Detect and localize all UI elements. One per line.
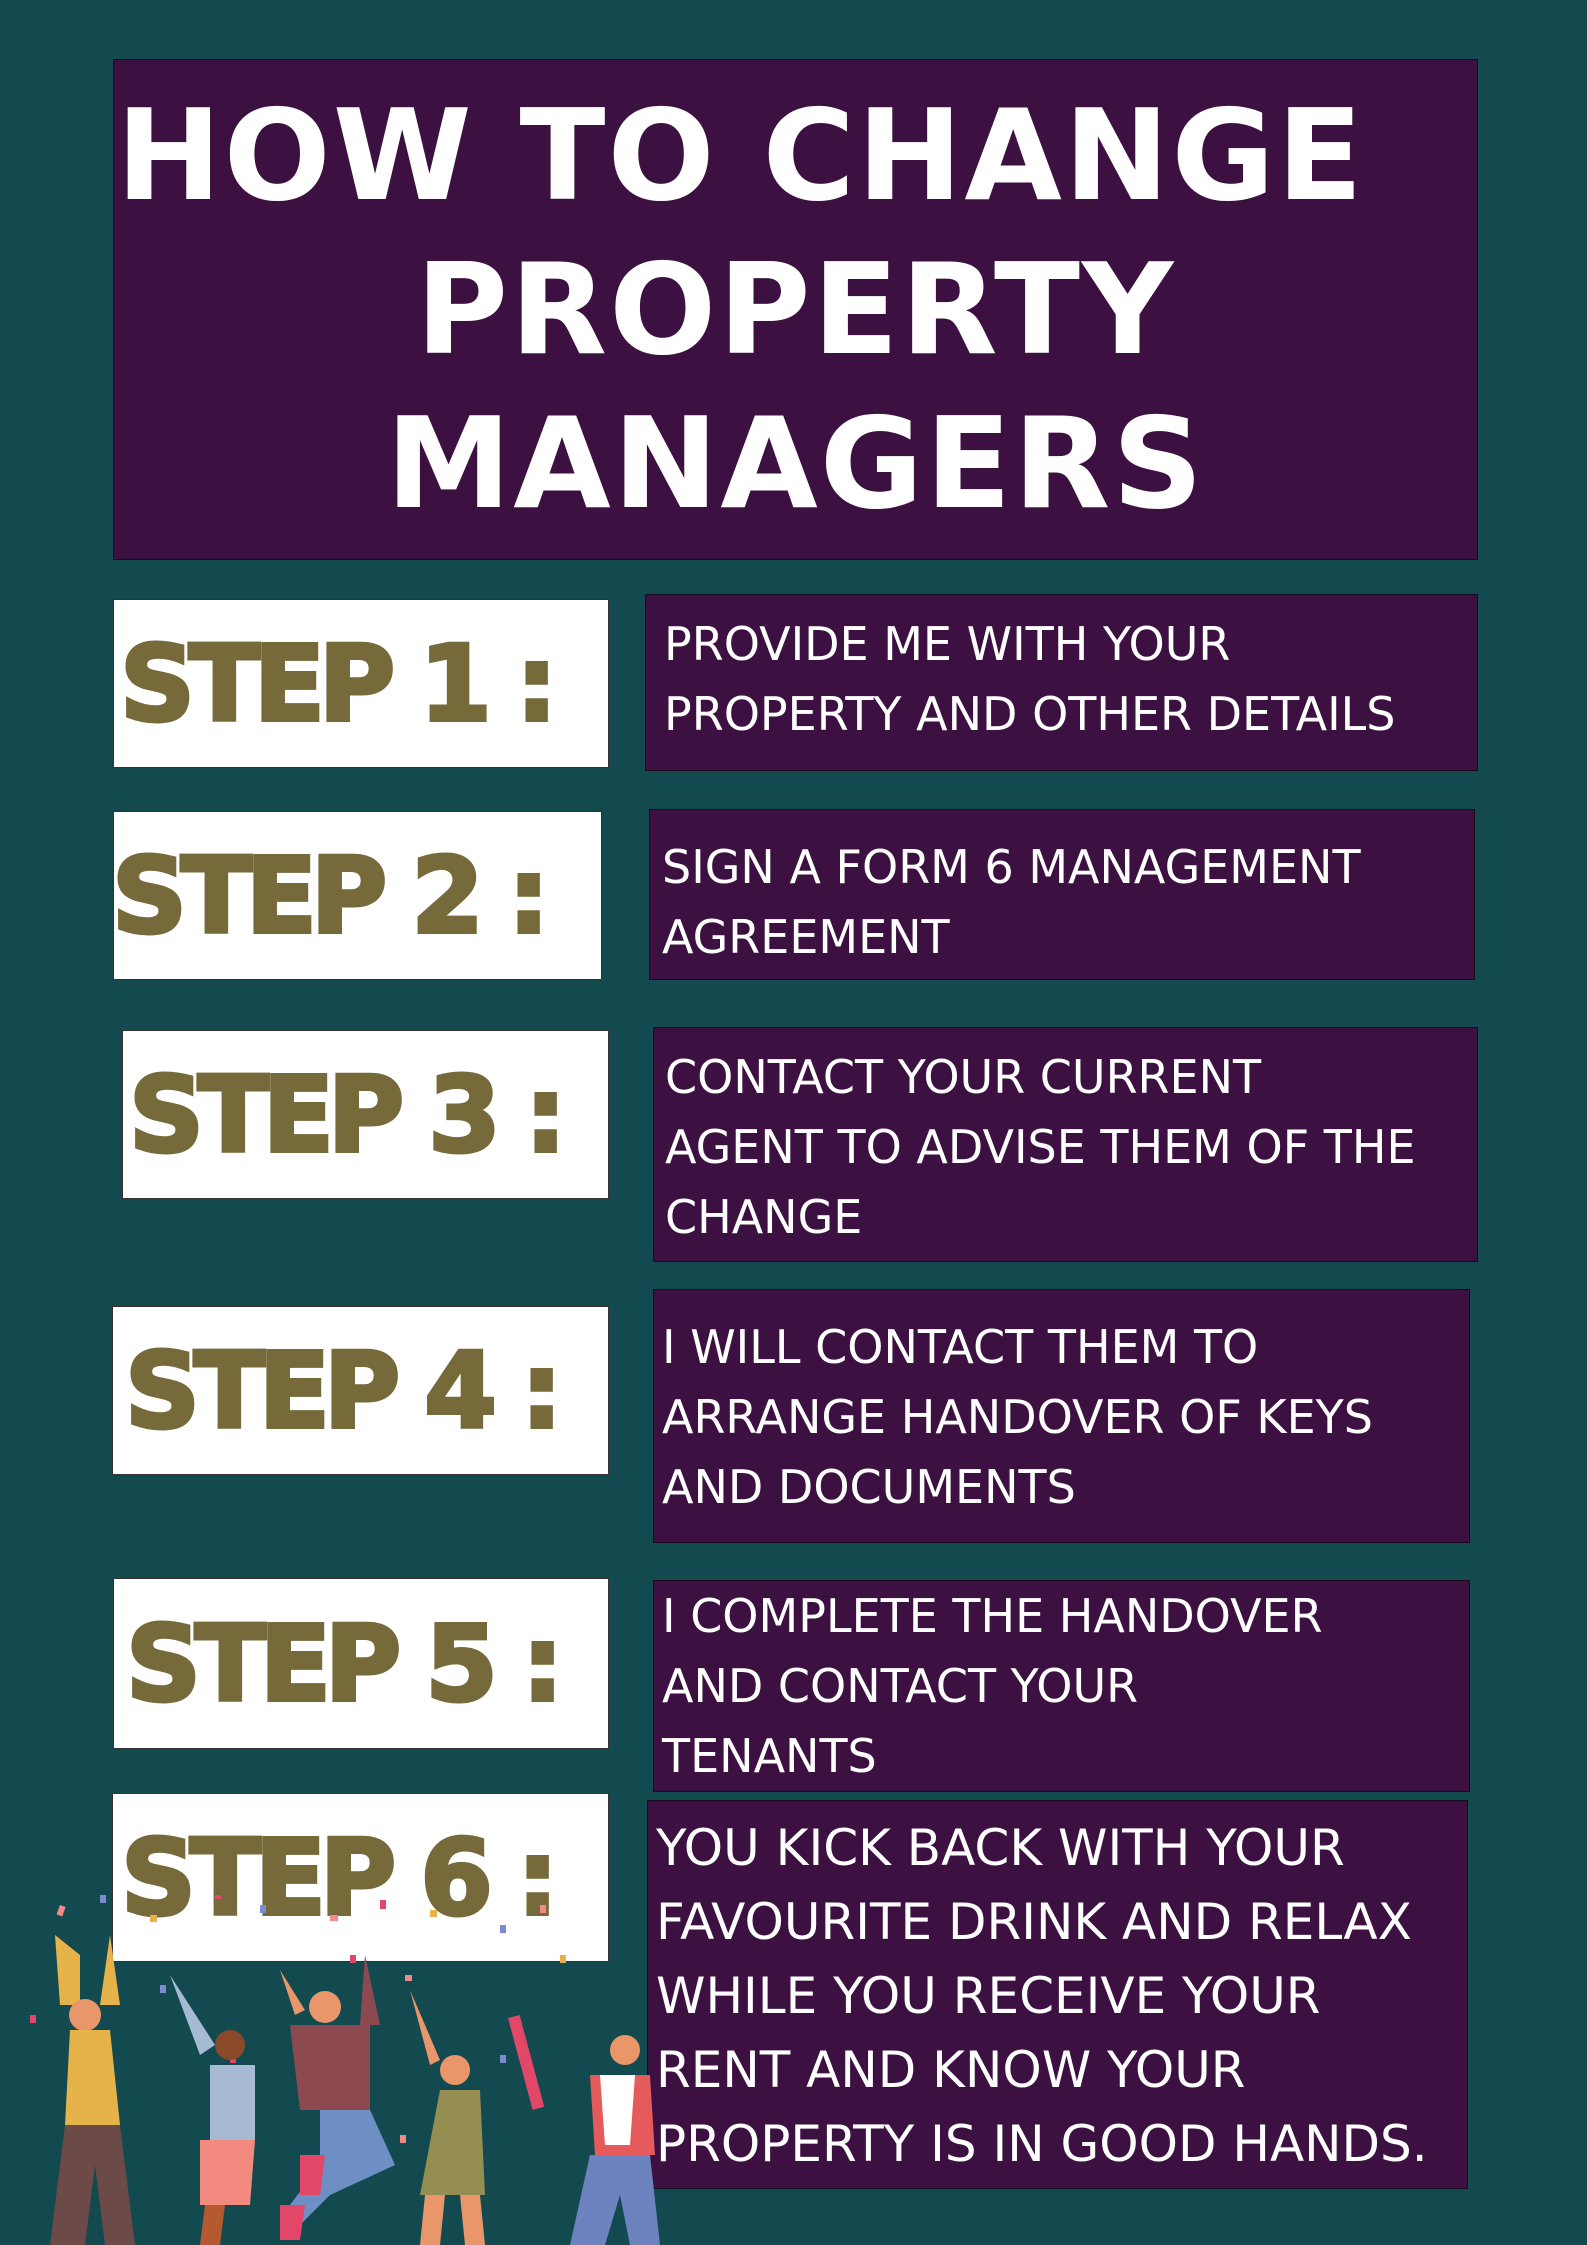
step-5-label-text: STEP 5 :	[124, 1601, 565, 1727]
step-2-line: SIGN A FORM 6 MANAGEMENT	[662, 840, 1361, 894]
step-5-line: TENANTS	[662, 1729, 877, 1783]
step-3-label: STEP 3 :	[122, 1030, 609, 1199]
step-4-label: STEP 4 :	[112, 1306, 609, 1475]
person-3-icon	[280, 1955, 395, 2240]
title-banner: HOW TO CHANGE PROPERTY MANAGERS	[113, 59, 1478, 560]
step-6-line: FAVOURITE DRINK AND RELAX	[656, 1893, 1412, 1951]
title-line-2: PROPERTY	[415, 235, 1176, 383]
step-6-line: YOU KICK BACK WITH YOUR	[656, 1819, 1345, 1877]
title-line-3: MANAGERS	[385, 389, 1206, 537]
step-2-label: STEP 2 :	[110, 811, 602, 980]
step-5-description: I COMPLETE THE HANDOVER AND CONTACT YOUR…	[653, 1580, 1470, 1792]
step-5-line: AND CONTACT YOUR	[662, 1659, 1139, 1713]
step-2-label-text: STEP 2 :	[110, 833, 551, 959]
person-2-icon	[170, 1975, 255, 2245]
step-2-description: SIGN A FORM 6 MANAGEMENT AGREEMENT	[649, 809, 1475, 980]
step-6-label: STEP 6 :	[112, 1793, 609, 1962]
step-4-line: AND DOCUMENTS	[662, 1460, 1076, 1514]
step-1-label: STEP 1 :	[113, 599, 609, 768]
step-1-label-text: STEP 1 :	[118, 621, 559, 747]
step-3-description: CONTACT YOUR CURRENT AGENT TO ADVISE THE…	[653, 1027, 1478, 1262]
person-4-icon	[410, 1990, 485, 2245]
step-6-line: WHILE YOU RECEIVE YOUR	[656, 1967, 1321, 2025]
step-2-line: AGREEMENT	[662, 910, 950, 964]
title-line-1: HOW TO CHANGE	[116, 81, 1365, 229]
step-1-line: PROVIDE ME WITH YOUR	[664, 617, 1231, 671]
step-4-description: I WILL CONTACT THEM TO ARRANGE HANDOVER …	[653, 1289, 1470, 1543]
person-1-icon	[50, 1935, 135, 2245]
person-5-icon	[508, 2015, 660, 2245]
step-5-line: I COMPLETE THE HANDOVER	[662, 1589, 1323, 1643]
step-3-line: CONTACT YOUR CURRENT	[665, 1050, 1262, 1104]
step-4-line: ARRANGE HANDOVER OF KEYS	[662, 1390, 1373, 1444]
step-6-label-text: STEP 6 :	[119, 1815, 560, 1941]
celebration-illustration	[30, 1895, 660, 2245]
step-6-line: PROPERTY IS IN GOOD HANDS.	[656, 2115, 1428, 2173]
step-4-label-text: STEP 4 :	[123, 1328, 564, 1454]
step-6-line: RENT AND KNOW YOUR	[656, 2041, 1246, 2099]
step-3-line: CHANGE	[665, 1190, 863, 1244]
step-4-line: I WILL CONTACT THEM TO	[662, 1320, 1259, 1374]
step-3-label-text: STEP 3 :	[127, 1052, 568, 1178]
step-1-line: PROPERTY AND OTHER DETAILS	[664, 687, 1396, 741]
step-5-label: STEP 5 :	[113, 1578, 609, 1749]
step-1-description: PROVIDE ME WITH YOUR PROPERTY AND OTHER …	[645, 594, 1478, 771]
step-3-line: AGENT TO ADVISE THEM OF THE	[665, 1120, 1416, 1174]
step-6-description: YOU KICK BACK WITH YOUR FAVOURITE DRINK …	[647, 1800, 1468, 2189]
